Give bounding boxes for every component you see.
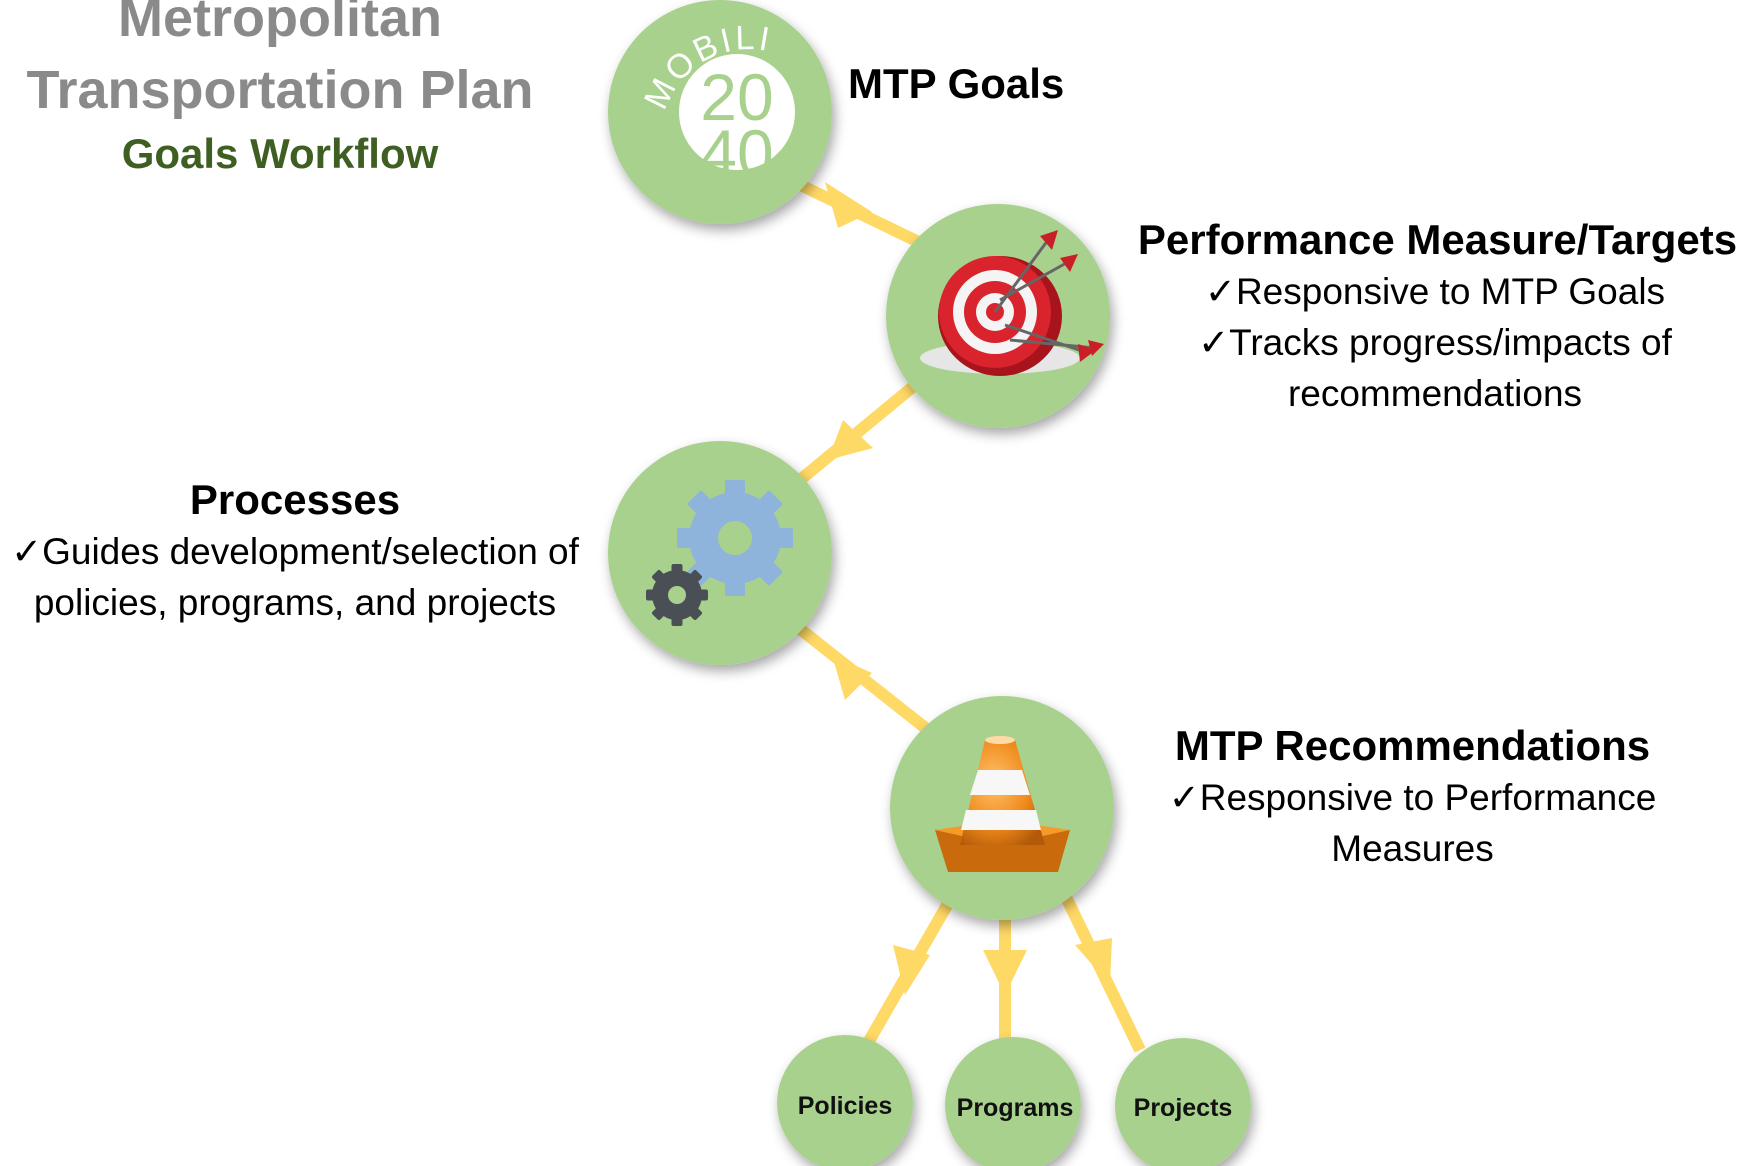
gear-tooth [671, 616, 683, 626]
arrowhead-5 [983, 950, 1027, 995]
gear-tooth [758, 561, 783, 586]
output-node-projects [1115, 1038, 1251, 1166]
arrowhead-1 [825, 182, 872, 228]
step-bullet: Guides development/selection of policies… [33, 531, 579, 623]
output-node-policies [777, 1035, 913, 1166]
output-label-policies: Policies [798, 1092, 893, 1120]
traffic-cone-icon [935, 736, 1070, 872]
logo-digits-top: 20 [700, 60, 773, 134]
gear-tooth [677, 528, 693, 548]
arrowhead-6 [1075, 938, 1112, 985]
output-label-programs: Programs [957, 1094, 1074, 1122]
gear-tooth [671, 564, 683, 574]
arrow-performance-to-processes [796, 380, 919, 485]
step-text-processes: Processes ✓Guides development/selection … [0, 474, 590, 628]
gear-tooth [652, 606, 666, 620]
check-icon: ✓ [1168, 777, 1200, 818]
title-line-2: Transportation Plan [26, 60, 534, 120]
gear-tooth [687, 561, 712, 586]
step-heading-mtp-goals: MTP Goals [848, 60, 1065, 107]
target-icon [920, 230, 1104, 376]
subtitle: Goals Workflow [121, 130, 439, 177]
gear-tooth [698, 589, 708, 601]
step-bullet: Responsive to MTP Goals [1235, 271, 1666, 312]
check-icon: ✓ [1198, 322, 1230, 363]
gear-tooth [777, 528, 793, 548]
gear-tooth [688, 606, 702, 620]
arrow-heads [825, 182, 1112, 995]
title-line-1: Metropolitan [118, 0, 442, 48]
gear-tooth [646, 589, 656, 601]
gear-tooth [725, 580, 745, 596]
output-label-projects: Projects [1134, 1094, 1233, 1122]
output-node-programs [945, 1037, 1081, 1166]
gear-tooth [687, 490, 712, 515]
gears-icon [646, 480, 793, 626]
logo-digits-bottom: 40 [700, 116, 773, 190]
gear-tooth [688, 570, 702, 584]
step-bullet: Tracks progress/impacts of recommendatio… [1229, 322, 1672, 414]
step-text-recommendations: MTP Recommendations ✓Responsive to Perfo… [1150, 720, 1675, 874]
check-icon: ✓ [1204, 271, 1236, 312]
check-icon: ✓ [11, 531, 43, 572]
step-heading-performance: Performance Measure/Targets [1137, 216, 1738, 263]
title-block: Metropolitan Transportation Plan Goals W… [0, 0, 560, 182]
arrowhead-3 [832, 655, 872, 700]
gear-tooth [758, 490, 783, 515]
arrowhead-4 [893, 945, 930, 995]
step-heading-processes: Processes [189, 476, 401, 523]
step-bullet: Responsive to Performance Measures [1199, 777, 1657, 869]
step-text-performance: Performance Measure/Targets ✓Responsive … [1125, 214, 1750, 419]
arrowhead-2 [828, 420, 873, 460]
gear-tooth [652, 570, 666, 584]
gear-tooth [725, 480, 745, 496]
step-heading-recommendations: MTP Recommendations [1174, 722, 1651, 769]
